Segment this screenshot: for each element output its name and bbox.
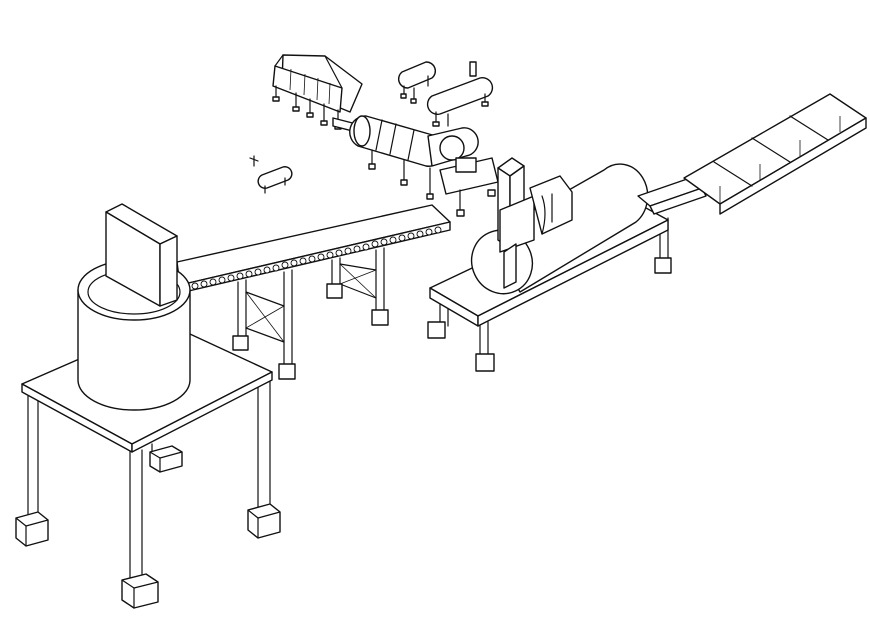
mixer-tower (15, 203, 281, 609)
discharge-chute (637, 93, 867, 215)
inclined-belt-conveyor (176, 204, 451, 380)
conveyor-support-rear (326, 247, 389, 326)
cold-feed-bins (272, 54, 363, 130)
conveyor-rollers (182, 226, 442, 292)
small-tank-detached (249, 155, 293, 194)
dryer-drum (332, 115, 499, 217)
baghouse-platform (427, 157, 672, 372)
storage-tank-large (426, 61, 494, 127)
conveyor-support-front (232, 269, 296, 380)
storage-tank-small (398, 61, 436, 104)
